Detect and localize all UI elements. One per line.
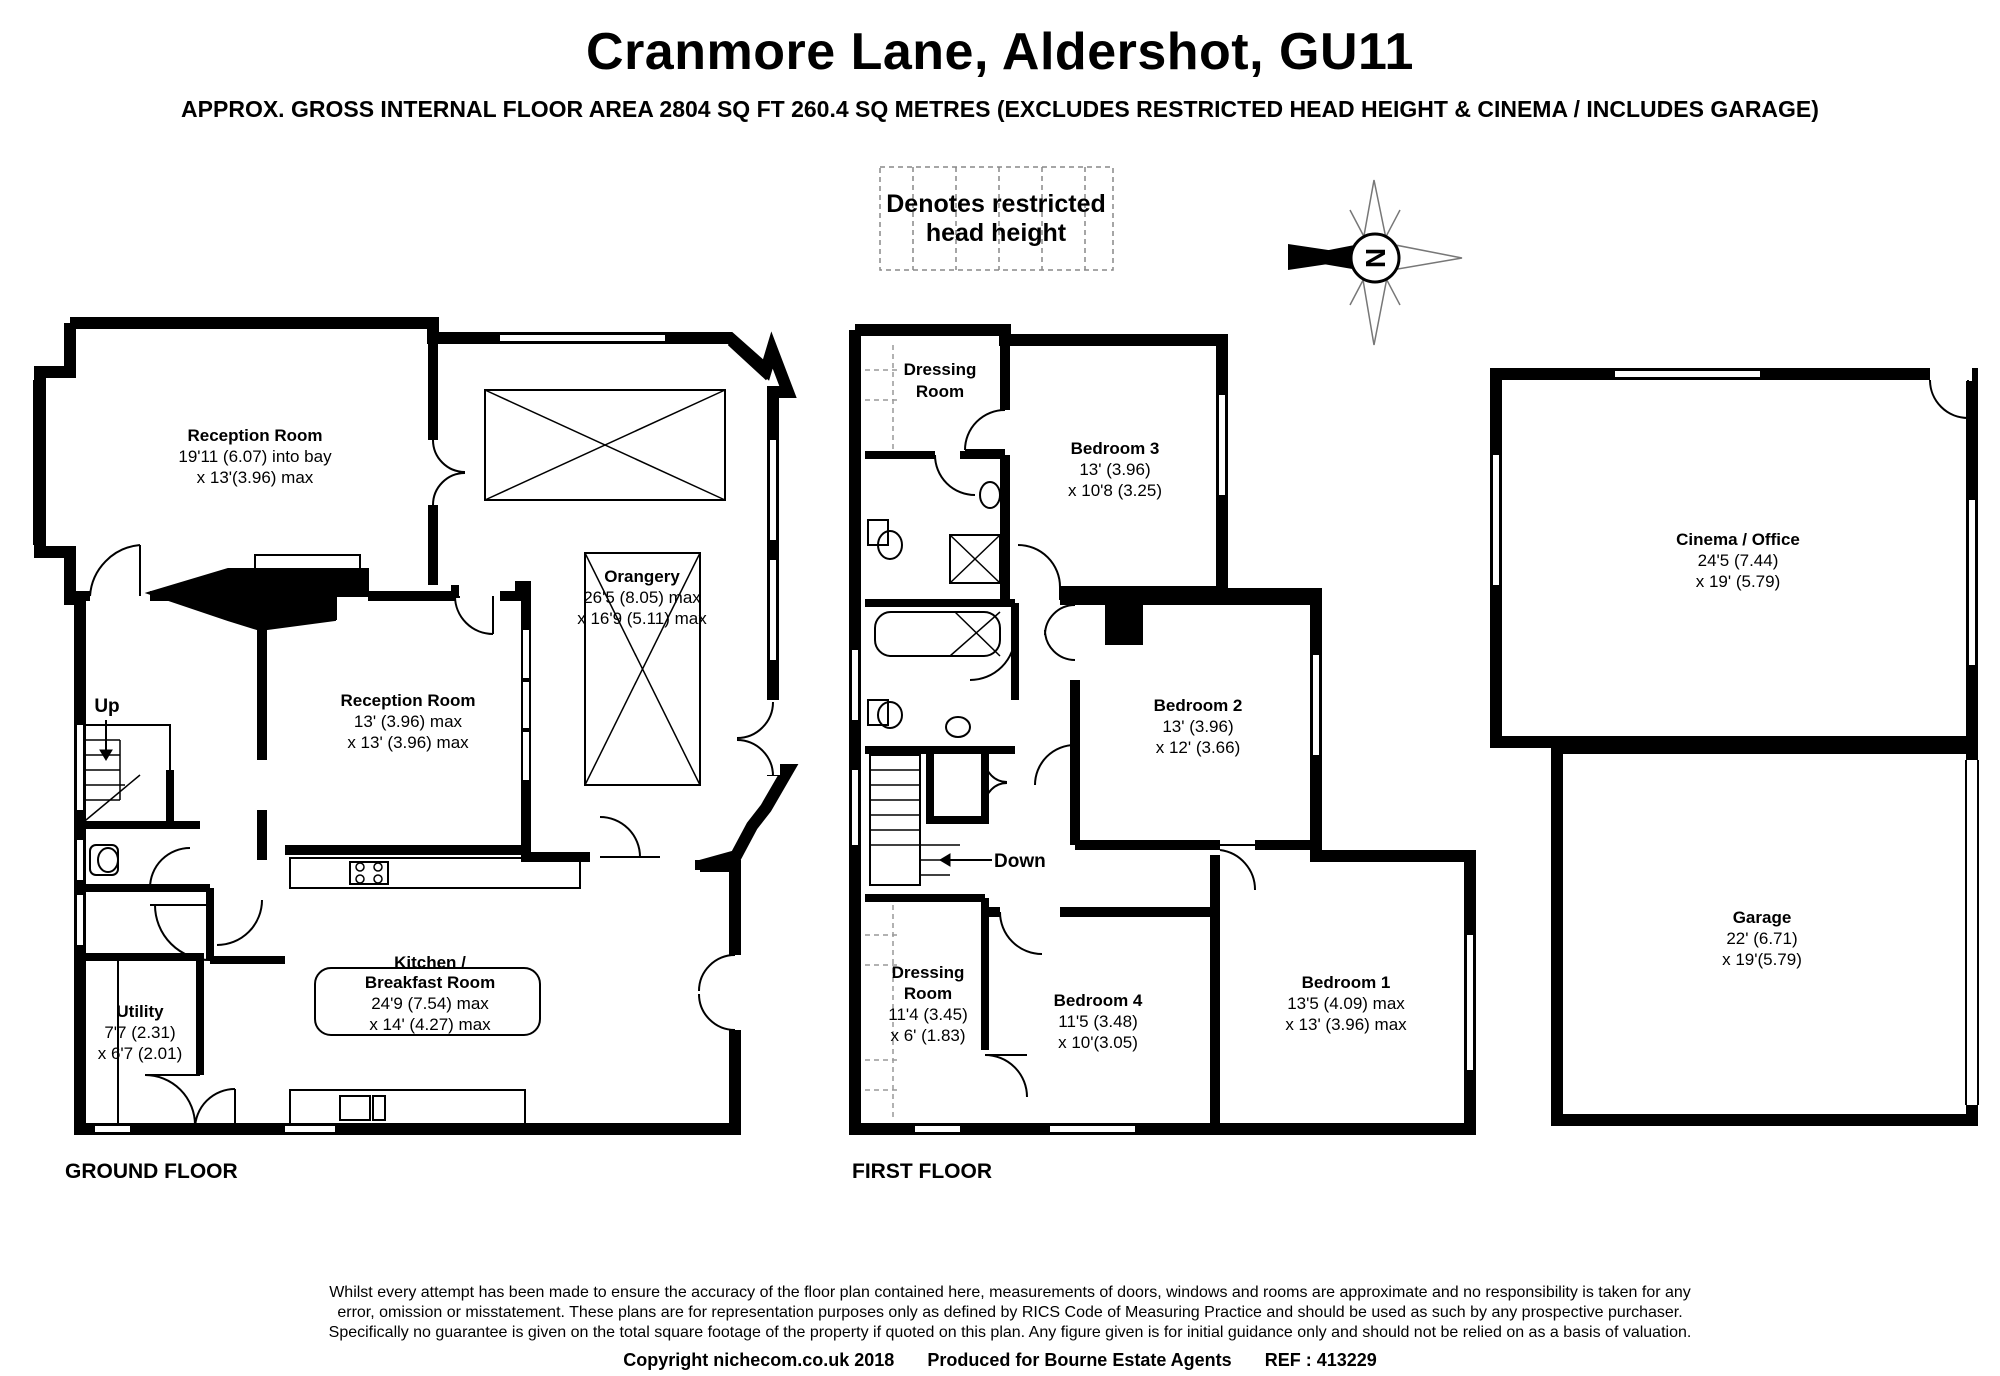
utility-dim1: 7'7 (2.31) [104,1023,175,1042]
kitchen-dim2: x 14' (4.27) max [369,1015,491,1034]
restricted-height-key: Denotes restricted head height [879,166,1114,271]
ground-floor-plan: Up [33,317,799,1135]
reception-room-2-name: Reception Room [340,691,475,710]
outbuilding-labels: Cinema / Office 24'5 (7.44) x 19' (5.79)… [1676,530,1802,969]
bedroom-3-dim2: x 10'8 (3.25) [1068,481,1162,500]
orangery-dim1: 26'5 (8.05) max [583,588,701,607]
bedroom-3-dim1: 13' (3.96) [1079,460,1150,479]
cinema-office-dim2: x 19' (5.79) [1696,572,1781,591]
bedroom-4-name: Bedroom 4 [1054,991,1143,1010]
disclaimer-line2: error, omission or misstatement. These p… [337,1304,1683,1321]
garage-name: Garage [1733,908,1792,927]
disclaimer-line1: Whilst every attempt has been made to en… [329,1284,1691,1301]
kitchen-name-line1: Kitchen / [394,953,466,972]
bedroom-2-dim1: 13' (3.96) [1162,717,1233,736]
garage-dim1: 22' (6.71) [1726,929,1797,948]
bedroom-4-dim2: x 10'(3.05) [1058,1033,1138,1052]
kitchen-dim1: 24'9 (7.54) max [371,994,489,1013]
disclaimer: Whilst every attempt has been made to en… [240,1283,1780,1343]
dressing-room-2-dim1: 11'4 (3.45) [888,1005,967,1024]
dressing-room-2-dim2: x 6' (1.83) [890,1026,965,1045]
key-text-line1: Denotes restricted [886,190,1106,218]
ground-floor-label: GROUND FLOOR [65,1160,238,1183]
bedroom-3-name: Bedroom 3 [1071,439,1160,458]
reception-room-2-dim2: x 13' (3.96) max [347,733,469,752]
reception-room-1-dim1: 19'11 (6.07) into bay [178,447,332,466]
plan-title: Cranmore Lane, Aldershot, GU11 [586,23,1414,81]
reception-room-1-name: Reception Room [187,426,322,445]
copyright-bar: Copyright nichecom.co.uk 2018 Produced f… [0,1350,2000,1371]
first-floor-plan: Down [849,324,1476,1135]
bedroom-4-dim1: 11'5 (3.48) [1058,1012,1137,1031]
dressing-room-2-name-line2: Room [904,984,952,1003]
cinema-office-dim1: 24'5 (7.44) [1698,551,1779,570]
key-text-line2: head height [926,219,1067,247]
compass-icon: N [1288,179,1463,346]
compass-letter: N [1360,248,1391,268]
produced-for-text: Produced for Bourne Estate Agents [927,1350,1232,1370]
disclaimer-line3: Specifically no guarantee is given on th… [328,1324,1692,1341]
reception-room-2-dim1: 13' (3.96) max [354,712,463,731]
stairs-down-label: Down [994,851,1046,872]
dressing-room-2-name-line1: Dressing [892,963,965,982]
outbuilding-plan [1490,367,1979,1126]
ground-floor-labels: Reception Room 19'11 (6.07) into bay x 1… [98,426,708,1063]
first-floor-labels: Dressing Room Bedroom 3 13' (3.96) x 10'… [888,360,1407,1052]
utility-name: Utility [116,1002,164,1021]
bedroom-2-dim2: x 12' (3.66) [1156,738,1241,757]
bedroom-2-name: Bedroom 2 [1154,696,1243,715]
reception-room-1-dim2: x 13'(3.96) max [197,468,314,487]
first-floor-label: FIRST FLOOR [852,1160,992,1183]
dressing-room-1-name-line2: Room [916,382,964,401]
dressing-room-1-name-line1: Dressing [904,360,977,379]
copyright-text: Copyright nichecom.co.uk 2018 [623,1350,895,1370]
orangery-dim2: x 16'9 (5.11) max [577,609,707,628]
orangery-name: Orangery [604,567,680,586]
floor-area-subtitle: APPROX. GROSS INTERNAL FLOOR AREA 2804 S… [181,96,1819,122]
kitchen-name-line2: Breakfast Room [365,973,495,992]
bedroom-1-name: Bedroom 1 [1302,973,1391,992]
stairs-up-label: Up [94,696,119,717]
garage-dim2: x 19'(5.79) [1722,950,1802,969]
bedroom-1-dim1: 13'5 (4.09) max [1287,994,1405,1013]
utility-dim2: x 6'7 (2.01) [98,1044,183,1063]
reference-number: REF : 413229 [1264,1350,1377,1370]
bedroom-1-dim2: x 13' (3.96) max [1285,1015,1407,1034]
cinema-office-name: Cinema / Office [1676,530,1800,549]
